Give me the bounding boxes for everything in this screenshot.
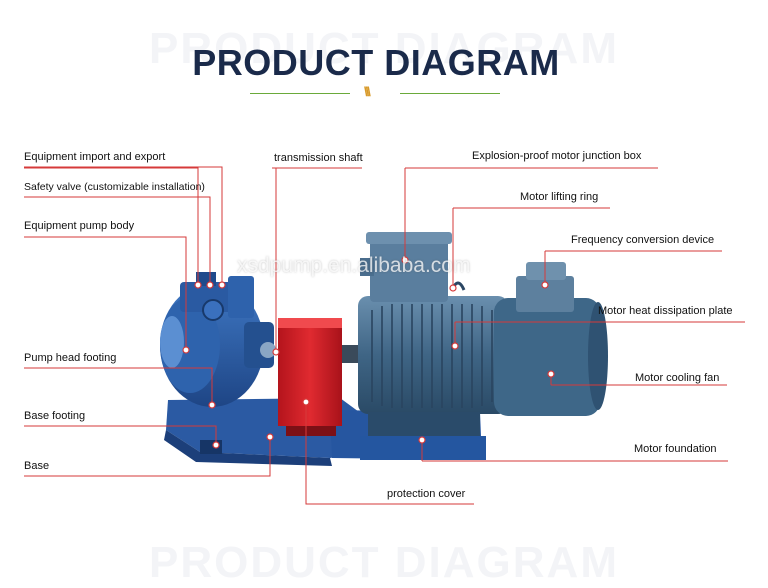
product-diagram: PRODUCT DIAGRAM PRODUCT DIAGRAM PRODUCT … (24, 24, 745, 587)
label-protection-cover: protection cover (387, 488, 466, 500)
label-motor-foundation: Motor foundation (634, 443, 717, 455)
label-base: Base (24, 460, 50, 472)
transmission-shaft (342, 345, 360, 363)
label-pump-body: Equipment pump body (24, 220, 135, 232)
label-transmission-shaft: transmission shaft (274, 152, 363, 164)
label-import-export: Equipment import and export (24, 151, 166, 163)
pump-head (160, 272, 276, 407)
label-cooling-fan: Motor cooling fan (635, 372, 720, 384)
label-frequency-device: Frequency conversion device (571, 234, 715, 246)
label-base-footing: Base footing (24, 410, 86, 422)
label-pump-head-footing: Pump head footing (24, 352, 117, 364)
coupling-guard (278, 318, 342, 436)
label-safety-valve: Safety valve (customizable installation) (24, 181, 205, 193)
label-junction-box: Explosion-proof motor junction box (472, 150, 642, 162)
page-title: PRODUCT DIAGRAM (192, 42, 560, 83)
pump-illustration (24, 166, 745, 505)
title-ornament: \\\ (364, 84, 371, 99)
leader-lines (24, 166, 745, 505)
label-heat-plate: Motor heat dissipation plate (598, 305, 733, 317)
watermark: xsdpump.en.alibaba.com (237, 254, 471, 277)
leader-dots (182, 256, 555, 449)
label-lifting-ring: Motor lifting ring (520, 191, 599, 203)
ghost-title-top: PRODUCT DIAGRAM (149, 24, 619, 73)
title-divider-right (400, 93, 500, 94)
motor (358, 232, 608, 460)
title-divider-left (250, 93, 350, 94)
